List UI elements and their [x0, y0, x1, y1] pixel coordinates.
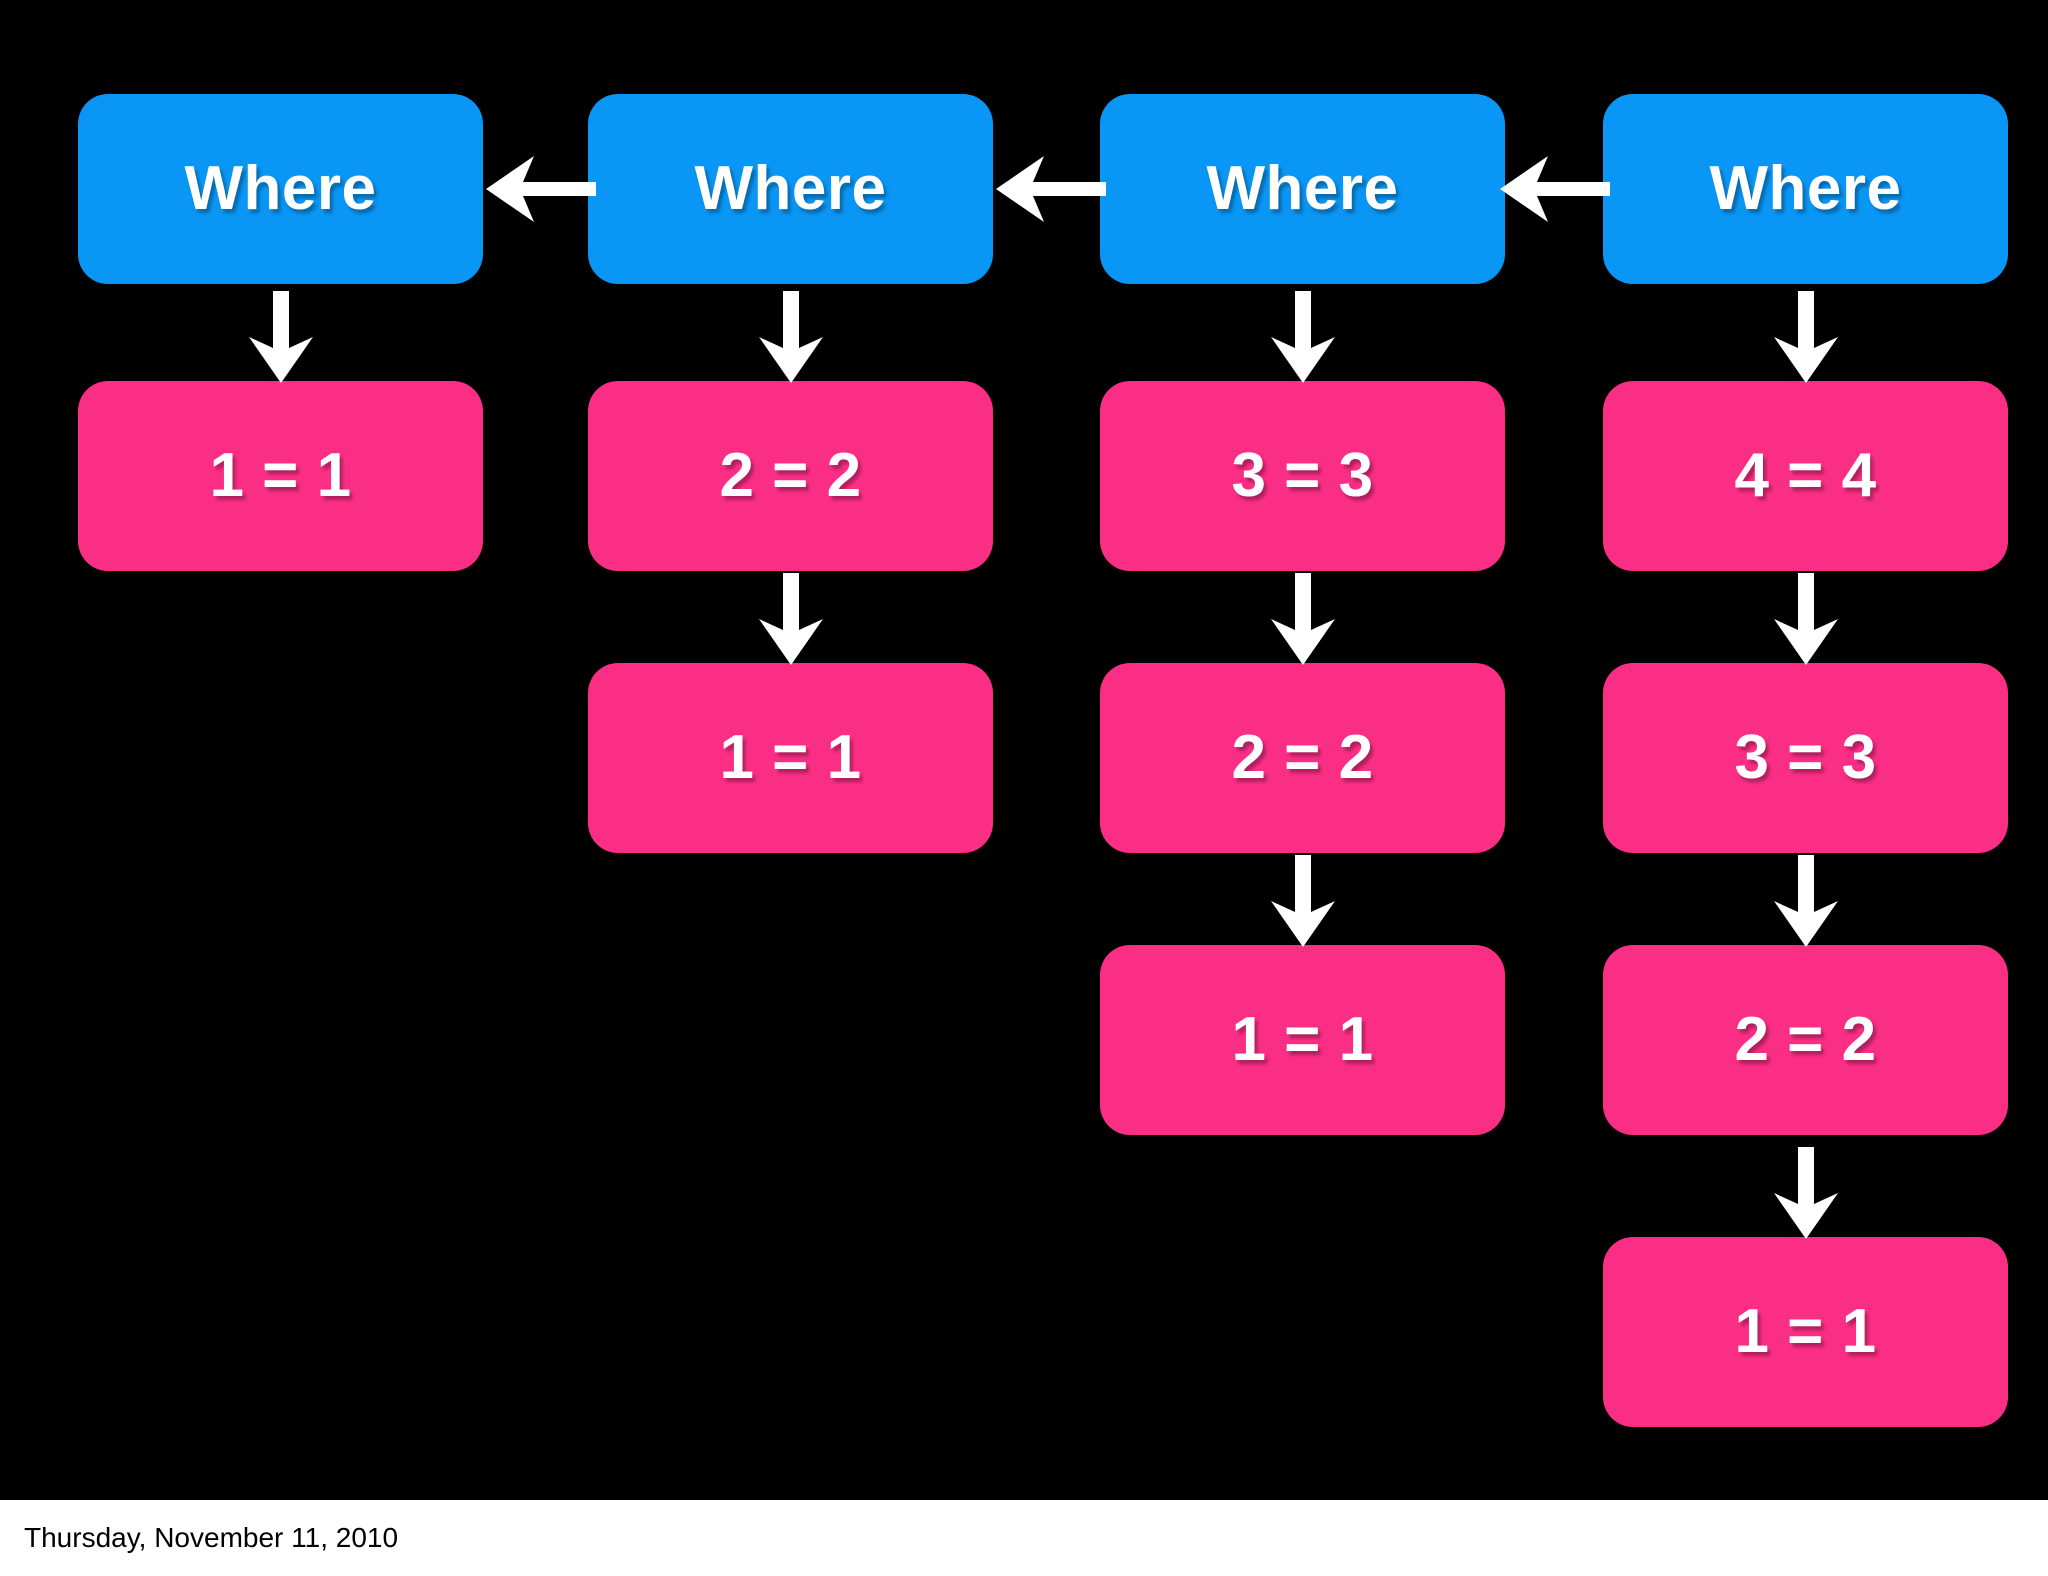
arrow-down-icon-col4-step2-to-step3 — [1771, 855, 1841, 947]
step-node-column-3-step-3[interactable]: 1 = 1 — [1100, 945, 1505, 1135]
arrow-down-icon-col3-step2-to-step3 — [1268, 855, 1338, 947]
footer-date: Thursday, November 11, 2010 — [24, 1522, 399, 1553]
step-node-label: 1 = 1 — [209, 441, 352, 510]
arrow-left-icon-col3-to-col2 — [996, 154, 1106, 224]
step-node-label: 1 = 1 — [1231, 1005, 1374, 1074]
arrow-down-icon-col3-step1-to-step2 — [1268, 573, 1338, 665]
step-node-label: 2 = 2 — [719, 441, 862, 510]
step-node-label: 3 = 3 — [1231, 441, 1374, 510]
arrow-down-icon-col2-step1-to-step2 — [756, 573, 826, 665]
arrow-down-icon-col2-header-to-step1 — [756, 291, 826, 383]
where-node-label: Where — [1709, 154, 1902, 223]
step-node-column-2-step-2[interactable]: 1 = 1 — [588, 663, 993, 853]
arrow-down-icon-col3-header-to-step1 — [1268, 291, 1338, 383]
step-node-label: 2 = 2 — [1734, 1005, 1877, 1074]
step-node-column-1-step-1[interactable]: 1 = 1 — [78, 381, 483, 571]
step-node-column-4-step-3[interactable]: 2 = 2 — [1603, 945, 2008, 1135]
step-node-label: 3 = 3 — [1734, 723, 1877, 792]
step-node-column-4-step-4[interactable]: 1 = 1 — [1603, 1237, 2008, 1427]
arrow-down-icon-col4-header-to-step1 — [1771, 291, 1841, 383]
step-node-label: 4 = 4 — [1734, 441, 1877, 510]
where-node-column-2[interactable]: Where — [588, 94, 993, 284]
arrow-down-icon-col1-header-to-step1 — [246, 291, 316, 383]
arrow-down-icon-col4-step3-to-step4 — [1771, 1147, 1841, 1239]
slide-footer: Thursday, November 11, 2010 — [0, 1500, 2048, 1576]
arrow-down-icon-col4-step1-to-step2 — [1771, 573, 1841, 665]
step-node-column-4-step-1[interactable]: 4 = 4 — [1603, 381, 2008, 571]
step-node-label: 2 = 2 — [1231, 723, 1374, 792]
where-node-column-1[interactable]: Where — [78, 94, 483, 284]
step-node-label: 1 = 1 — [719, 723, 862, 792]
step-node-label: 1 = 1 — [1734, 1297, 1877, 1366]
step-node-column-2-step-1[interactable]: 2 = 2 — [588, 381, 993, 571]
where-node-label: Where — [1206, 154, 1399, 223]
slide-canvas: Where 1 = 1 Where 2 = 2 1 = 1 Where 3 = … — [0, 0, 2048, 1500]
where-node-label: Where — [694, 154, 887, 223]
arrow-left-icon-col2-to-col1 — [486, 154, 596, 224]
where-node-label: Where — [184, 154, 377, 223]
arrow-left-icon-col4-to-col3 — [1500, 154, 1610, 224]
step-node-column-3-step-2[interactable]: 2 = 2 — [1100, 663, 1505, 853]
where-node-column-4[interactable]: Where — [1603, 94, 2008, 284]
step-node-column-3-step-1[interactable]: 3 = 3 — [1100, 381, 1505, 571]
where-node-column-3[interactable]: Where — [1100, 94, 1505, 284]
step-node-column-4-step-2[interactable]: 3 = 3 — [1603, 663, 2008, 853]
